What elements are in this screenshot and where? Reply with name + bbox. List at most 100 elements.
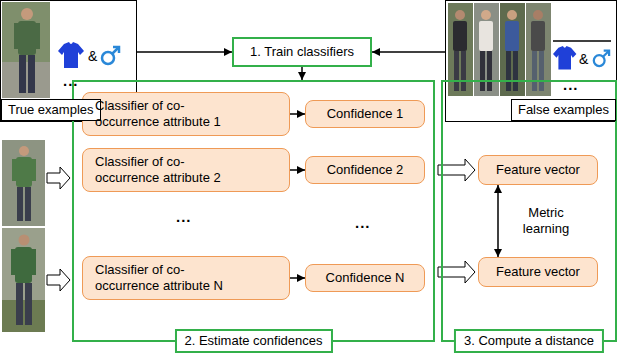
- feature-box: Feature vector: [478, 257, 598, 287]
- classifier-box: Classifier of co-occurrence attribute N: [82, 256, 290, 300]
- true-example-photo: [35, 23, 40, 49]
- classifier-box: Classifier of co-occurrence attribute 2: [82, 148, 290, 192]
- male-icon: [113, 47, 119, 53]
- ellipsis: ...: [63, 74, 79, 88]
- false-example-photos: [531, 21, 545, 51]
- conjunction-sign: &: [579, 51, 588, 67]
- edge-label: Metric learning: [510, 205, 582, 237]
- true-example-photo: [2, 2, 50, 98]
- input-arrow: [47, 269, 70, 291]
- stage-panel: 2. Estimate confidencesClassifier of co-…: [72, 80, 435, 342]
- stage-heading: 3. Compute a distance: [454, 329, 604, 353]
- gallery-photo: [2, 300, 45, 332]
- confidence-box: Confidence N: [305, 264, 425, 292]
- box-text: Feature vector: [496, 264, 580, 280]
- male-icon: [113, 47, 120, 54]
- box-text: Feature vector: [496, 162, 580, 178]
- box-text: Classifier of co-occurrence attribute N: [95, 262, 245, 294]
- stage-heading: 2. Estimate confidences: [174, 329, 332, 353]
- block-arrow: [438, 261, 475, 283]
- false-example-photos: [507, 10, 517, 20]
- gallery-photo: [2, 228, 45, 332]
- input-arrow: [47, 167, 70, 189]
- arrow: [137, 51, 232, 53]
- shirt-icon: [553, 46, 576, 69]
- confidence-box: Confidence 1: [305, 100, 425, 128]
- false-example-photos: [474, 3, 499, 96]
- false-example-photos: [455, 10, 465, 20]
- query-photo: [19, 146, 29, 156]
- false-example-photos: [526, 3, 551, 96]
- true-example-photo: [14, 23, 19, 49]
- male-icon: [102, 47, 119, 64]
- false-example-photos: [461, 51, 466, 91]
- query-photo: [31, 159, 36, 181]
- example-label: True examples: [1, 99, 101, 121]
- query-photo: [2, 140, 45, 226]
- false-example-photos: [506, 51, 511, 91]
- ellipsis: ...: [355, 216, 371, 230]
- male-icon: [102, 52, 114, 64]
- conjunction-sign: &: [88, 48, 97, 64]
- arrow: [290, 277, 305, 279]
- true-example-photo: [18, 21, 36, 55]
- false-example-photos: [533, 10, 543, 20]
- arrow: [290, 113, 305, 115]
- block-arrow: [438, 159, 475, 181]
- false-example-photos: [500, 3, 525, 96]
- classifier-box: Classifier of co-occurrence attribute 1: [82, 92, 290, 136]
- true-example-photo: [28, 55, 35, 93]
- gallery-photo: [11, 249, 16, 275]
- false-example-photos: [487, 51, 492, 91]
- true-example-photo: [21, 8, 33, 20]
- shirt-icon: [58, 42, 84, 68]
- false-example-photos: [448, 3, 551, 96]
- shirt-icon: [58, 42, 84, 68]
- false-example-photos: [479, 21, 493, 51]
- example-label: False examples: [511, 99, 616, 121]
- box-text: Confidence 1: [327, 106, 404, 122]
- false-example-photos: [532, 51, 537, 91]
- true-example-photo: [19, 55, 26, 93]
- false-example-photos: [453, 21, 467, 51]
- false-example-photos: [454, 51, 459, 91]
- example-panel: False examples: [445, 0, 617, 122]
- query-photo: [17, 187, 23, 221]
- gallery-photo: [19, 235, 30, 246]
- gallery-photo: [16, 283, 23, 325]
- box-text: Confidence 2: [327, 162, 404, 178]
- query-photo: [16, 157, 32, 187]
- shirt-icon: [553, 46, 576, 69]
- male-icon: [603, 51, 609, 57]
- false-example-photos: [448, 3, 473, 96]
- box-text: Classifier of co-occurrence attribute 2: [95, 154, 245, 186]
- arrow: [372, 51, 445, 53]
- false-example-photos: [480, 51, 485, 91]
- gallery-photo: [31, 249, 36, 275]
- gallery-photo: [2, 228, 45, 332]
- male-icon: [604, 51, 609, 56]
- male-icon: [594, 51, 609, 66]
- process-box: 1. Train classifiers: [232, 37, 372, 67]
- double-arrow: [497, 185, 499, 257]
- false-example-photos: [539, 51, 544, 91]
- box-text: Confidence N: [326, 270, 405, 286]
- gallery-photo: [15, 247, 32, 283]
- ellipsis: ...: [563, 78, 579, 92]
- query-photo: [25, 187, 31, 221]
- feature-box: Feature vector: [478, 155, 598, 185]
- confidence-box: Confidence 2: [305, 156, 425, 184]
- ellipsis: ...: [176, 210, 192, 224]
- query-photo: [2, 140, 45, 226]
- male-icon: [594, 55, 605, 66]
- negation-bar: [553, 40, 611, 42]
- gallery-photo: [25, 283, 32, 325]
- query-photo: [12, 159, 17, 181]
- box-text: Classifier of co-occurrence attribute 1: [95, 98, 245, 130]
- false-example-photos: [513, 51, 518, 91]
- arrow: [290, 169, 305, 171]
- arrow: [301, 67, 303, 80]
- false-example-photos: [481, 10, 491, 20]
- false-example-photos: [505, 21, 519, 51]
